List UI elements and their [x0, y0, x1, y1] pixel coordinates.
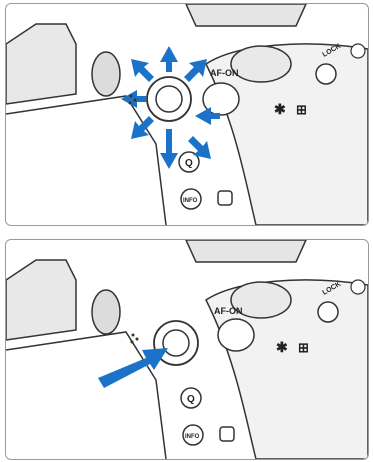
- ae-lock-label: ✱: [274, 101, 286, 117]
- top-dial: [186, 4, 306, 26]
- arrow-left-icon: [121, 90, 146, 108]
- top-dial: [186, 240, 306, 262]
- multi-controller-knob: [163, 330, 189, 356]
- info-label: INFO: [183, 198, 198, 204]
- arrow-down-icon: [160, 129, 178, 169]
- camera-back-illustration-bottom: AF-ON ✱ ⊞ LOCK Q INFO: [6, 240, 368, 459]
- eyecup: [6, 24, 76, 104]
- multi-controller-knob: [156, 86, 182, 112]
- af-on-label: AF-ON: [214, 306, 243, 316]
- af-on-label: AF-ON: [210, 68, 239, 78]
- arrow-up-right-icon: [184, 59, 207, 82]
- q-label: Q: [187, 394, 195, 405]
- q-label: Q: [185, 158, 193, 169]
- af-point-select-label: ⊞: [296, 102, 307, 117]
- small-button: [351, 44, 365, 58]
- main-dial: [92, 52, 120, 96]
- arrow-up-left-icon: [131, 59, 154, 82]
- thumb-dial: [231, 46, 291, 82]
- screen-edge: [6, 96, 166, 225]
- playback-button: [220, 427, 234, 441]
- lock-button: [318, 302, 338, 322]
- illustration-multi-controller-directions: AF-ON ✱ ⊞ LOCK Q INFO: [5, 3, 369, 226]
- playback-button: [218, 191, 232, 205]
- press-arrow-icon: [98, 348, 168, 388]
- main-dial: [92, 290, 120, 334]
- small-button: [351, 280, 365, 294]
- eyecup: [6, 260, 76, 340]
- screen-edge: [6, 332, 166, 459]
- af-on-button: [218, 319, 254, 351]
- dot-marks: [131, 334, 139, 344]
- info-label: INFO: [185, 434, 200, 440]
- ae-lock-label: ✱: [276, 339, 288, 355]
- camera-back-illustration-top: AF-ON ✱ ⊞ LOCK Q INFO: [6, 4, 368, 225]
- af-point-select-label: ⊞: [298, 340, 309, 355]
- lock-button: [316, 64, 336, 84]
- arrow-up-icon: [160, 46, 178, 72]
- illustration-multi-controller-press: AF-ON ✱ ⊞ LOCK Q INFO: [5, 239, 369, 460]
